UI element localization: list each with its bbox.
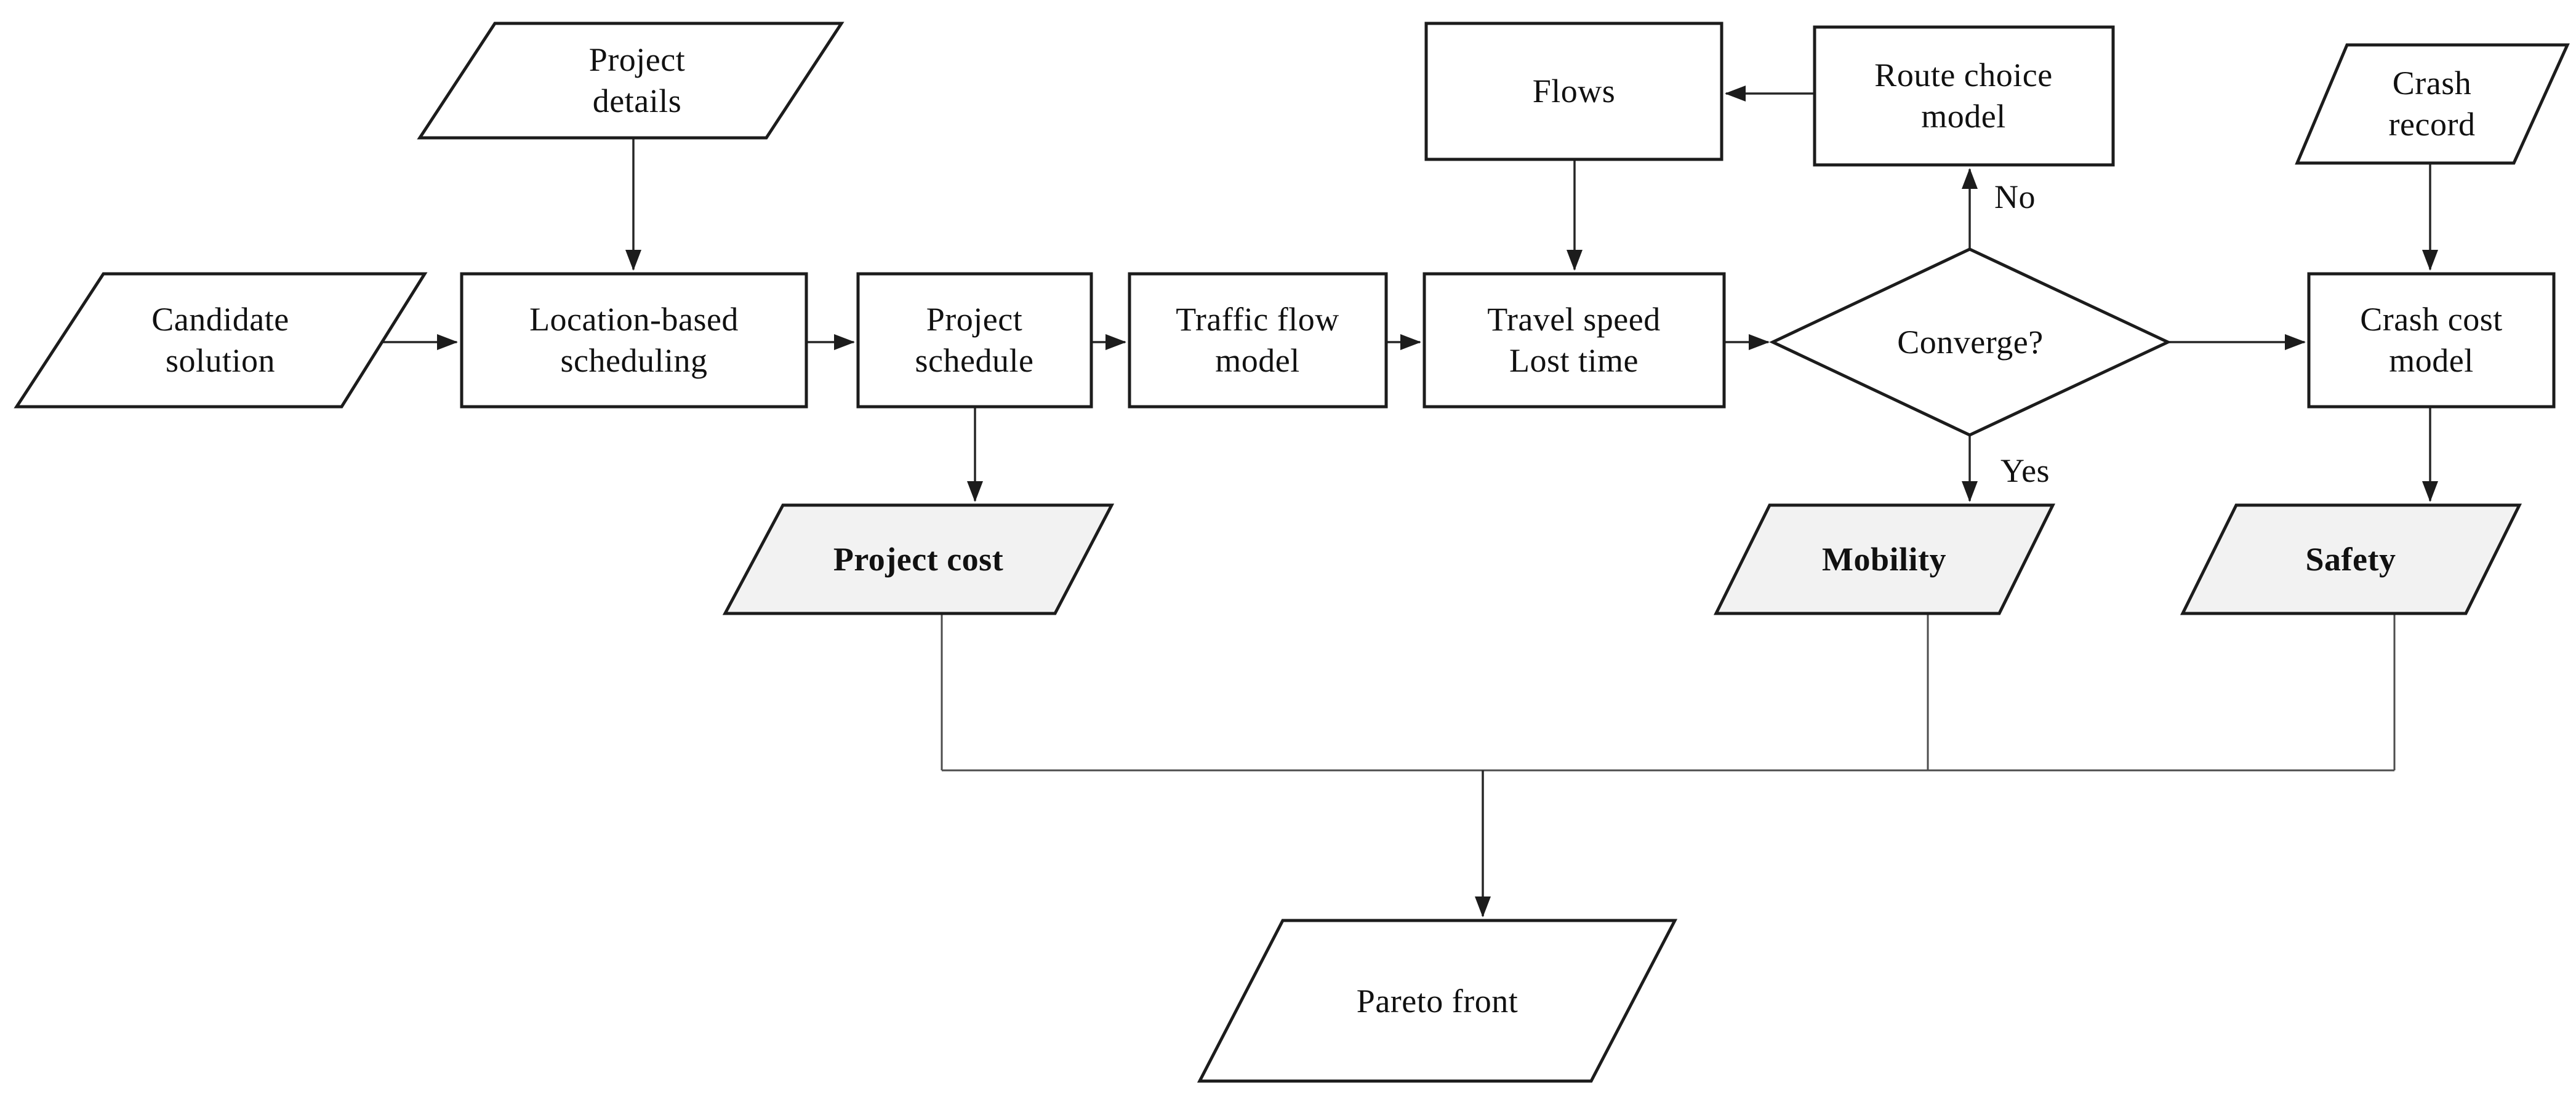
node-label-flows: Flows: [1432, 70, 1715, 113]
node-traffic-flow-model: [1128, 272, 1388, 409]
label-line: Mobility: [1822, 540, 1946, 578]
label-line: Traffic flow: [1176, 301, 1339, 338]
label-line: record: [2388, 106, 2476, 143]
node-safety: [2180, 503, 2522, 615]
node-label-crash-record: Crash record: [2327, 55, 2537, 153]
label-line: Flows: [1532, 72, 1616, 110]
label-line: No: [1994, 178, 2036, 215]
label-line: scheduling: [560, 342, 708, 379]
edge-label-yes: Yes: [2000, 449, 2111, 492]
edge-label-no: No: [1994, 175, 2105, 218]
node-label-project-schedule: Project schedule: [864, 291, 1085, 389]
label-line: model: [2389, 342, 2474, 379]
node-flows: [1424, 22, 1723, 161]
label-line: Project: [588, 41, 686, 79]
label-line: model: [1921, 98, 2006, 135]
label-line: Route choice: [1874, 57, 2053, 94]
label-line: schedule: [915, 342, 1034, 379]
node-route-choice-model: [1813, 25, 2115, 167]
label-line: Converge?: [1897, 323, 2044, 361]
label-line: solution: [165, 342, 276, 379]
node-location-based-scheduling: [460, 272, 808, 409]
node-project-schedule: [856, 272, 1093, 409]
node-label-traffic-flow-model: Traffic flow model: [1134, 291, 1381, 389]
node-travel-speed-lost-time: [1422, 272, 1726, 409]
label-line: model: [1215, 342, 1300, 379]
node-candidate-solution: [14, 272, 428, 409]
label-line: Pareto front: [1356, 982, 1519, 1020]
node-label-route-choice-model: Route choice model: [1819, 47, 2108, 145]
node-label-crash-cost-model: Crash cost model: [2311, 291, 2551, 389]
label-line: Crash cost: [2360, 301, 2503, 338]
node-crash-cost-model: [2307, 272, 2556, 409]
node-project-cost: [722, 503, 1115, 615]
node-mobility: [1713, 503, 2056, 615]
node-label-mobility: Mobility: [1749, 538, 2020, 581]
node-label-candidate-solution: Candidate solution: [66, 291, 374, 389]
node-crash-record: [2295, 43, 2570, 165]
label-line: Safety: [2305, 540, 2396, 578]
label-line: details: [592, 82, 682, 119]
label-line: Lost time: [1509, 342, 1639, 379]
node-label-travel-speed-lost-time: Travel speed Lost time: [1429, 291, 1719, 389]
node-label-pareto-front: Pareto front: [1253, 980, 1622, 1023]
node-pareto-front: [1197, 919, 1678, 1083]
label-line: Project cost: [833, 540, 1004, 578]
node-converge-decision: [1769, 247, 2172, 437]
node-label-safety: Safety: [2215, 538, 2486, 581]
node-project-details: [417, 22, 845, 140]
label-line: Crash: [2392, 65, 2472, 102]
label-line: Project: [926, 301, 1023, 338]
label-line: Location-based: [529, 301, 739, 338]
node-label-project-cost: Project cost: [758, 538, 1078, 581]
label-line: Travel speed: [1487, 301, 1661, 338]
label-line: Candidate: [151, 301, 289, 338]
node-label-project-details: Project details: [483, 31, 791, 130]
node-label-converge: Converge?: [1816, 321, 2124, 364]
label-line: Yes: [2000, 452, 2050, 489]
node-label-location-based-scheduling: Location-based scheduling: [468, 291, 800, 389]
